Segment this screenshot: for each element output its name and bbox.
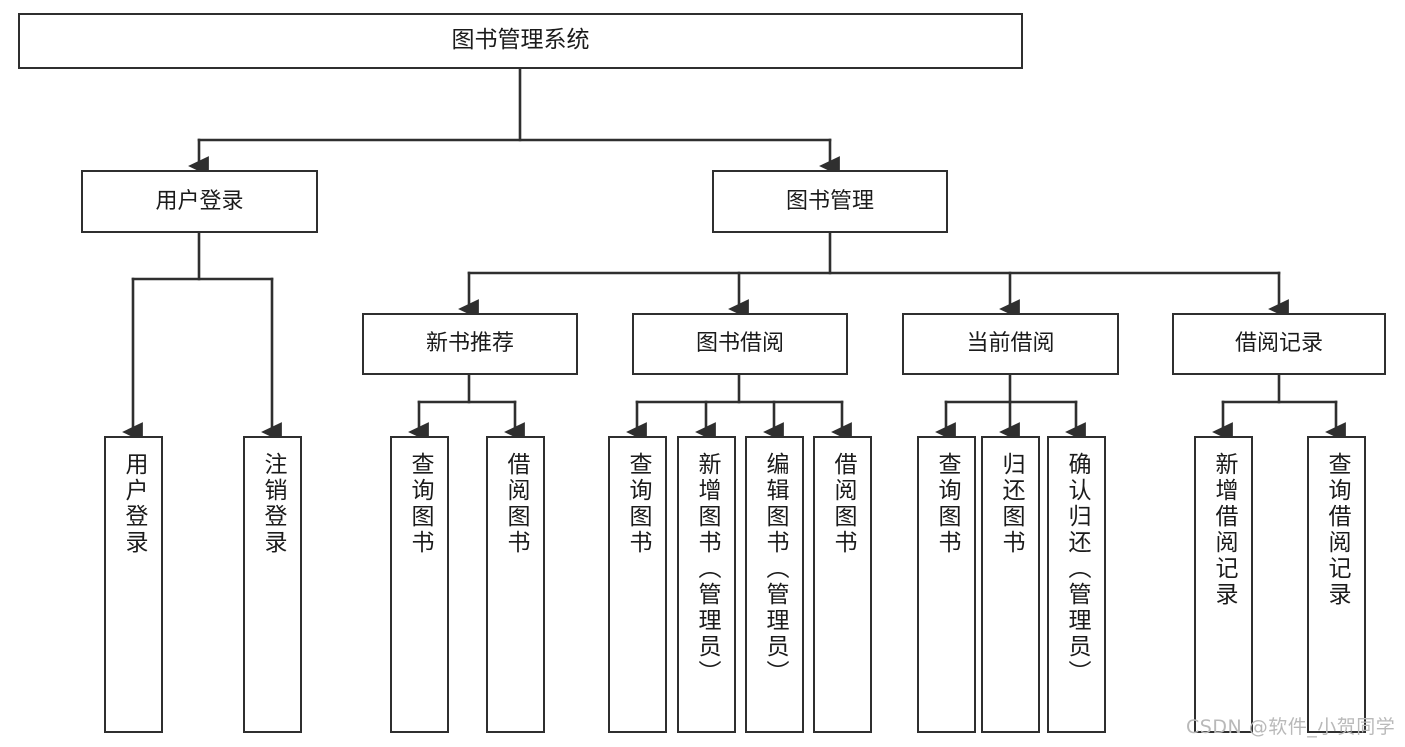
node-borrow-record[interactable]: 借阅记录	[1172, 313, 1386, 375]
node-book-borrow[interactable]: 图书借阅	[632, 313, 848, 375]
node-current-borrow-label: 当前借阅	[966, 331, 1055, 357]
node-book-borrow-label: 图书借阅	[695, 331, 784, 357]
node-leaf-borrow-book[interactable]: 借阅图书	[813, 436, 872, 733]
node-book-manage-label: 图书管理	[785, 188, 874, 214]
node-leaf-add-book-label: 新增图书（管理员）	[694, 452, 720, 686]
node-user-login[interactable]: 用户登录	[81, 170, 318, 233]
node-leaf-query-book-recommend-label: 查询图书	[407, 452, 433, 556]
node-leaf-edit-book[interactable]: 编辑图书（管理员）	[745, 436, 804, 733]
node-leaf-query-record-label: 查询借阅记录	[1324, 452, 1350, 608]
node-root-label: 图书管理系统	[451, 27, 590, 54]
node-book-manage[interactable]: 图书管理	[712, 170, 948, 233]
node-user-login-label: 用户登录	[155, 188, 244, 214]
node-leaf-logout-label: 注销登录	[260, 452, 286, 556]
node-leaf-confirm-return-label: 确认归还（管理员）	[1064, 452, 1090, 686]
node-new-book-recommend[interactable]: 新书推荐	[362, 313, 578, 375]
node-leaf-return-book-label: 归还图书	[998, 452, 1024, 556]
node-new-book-recommend-label: 新书推荐	[425, 331, 514, 357]
node-leaf-add-record[interactable]: 新增借阅记录	[1194, 436, 1253, 733]
node-borrow-record-label: 借阅记录	[1234, 331, 1323, 357]
node-leaf-query-record[interactable]: 查询借阅记录	[1307, 436, 1366, 733]
node-leaf-user-login[interactable]: 用户登录	[104, 436, 163, 733]
node-leaf-user-login-label: 用户登录	[121, 452, 147, 556]
node-leaf-logout[interactable]: 注销登录	[243, 436, 302, 733]
node-leaf-borrow-book-label: 借阅图书	[830, 452, 856, 556]
node-leaf-query-book-current[interactable]: 查询图书	[917, 436, 976, 733]
node-leaf-query-book-recommend[interactable]: 查询图书	[390, 436, 449, 733]
node-leaf-return-book[interactable]: 归还图书	[981, 436, 1040, 733]
node-leaf-edit-book-label: 编辑图书（管理员）	[762, 452, 788, 686]
node-leaf-query-book-current-label: 查询图书	[934, 452, 960, 556]
node-leaf-borrow-book-recommend[interactable]: 借阅图书	[486, 436, 545, 733]
node-leaf-confirm-return[interactable]: 确认归还（管理员）	[1047, 436, 1106, 733]
node-leaf-borrow-book-recommend-label: 借阅图书	[503, 452, 529, 556]
node-leaf-query-book-borrow-label: 查询图书	[625, 452, 651, 556]
node-current-borrow[interactable]: 当前借阅	[902, 313, 1119, 375]
node-leaf-query-book-borrow[interactable]: 查询图书	[608, 436, 667, 733]
node-leaf-add-book[interactable]: 新增图书（管理员）	[677, 436, 736, 733]
node-root[interactable]: 图书管理系统	[18, 13, 1023, 69]
node-leaf-add-record-label: 新增借阅记录	[1211, 452, 1237, 608]
